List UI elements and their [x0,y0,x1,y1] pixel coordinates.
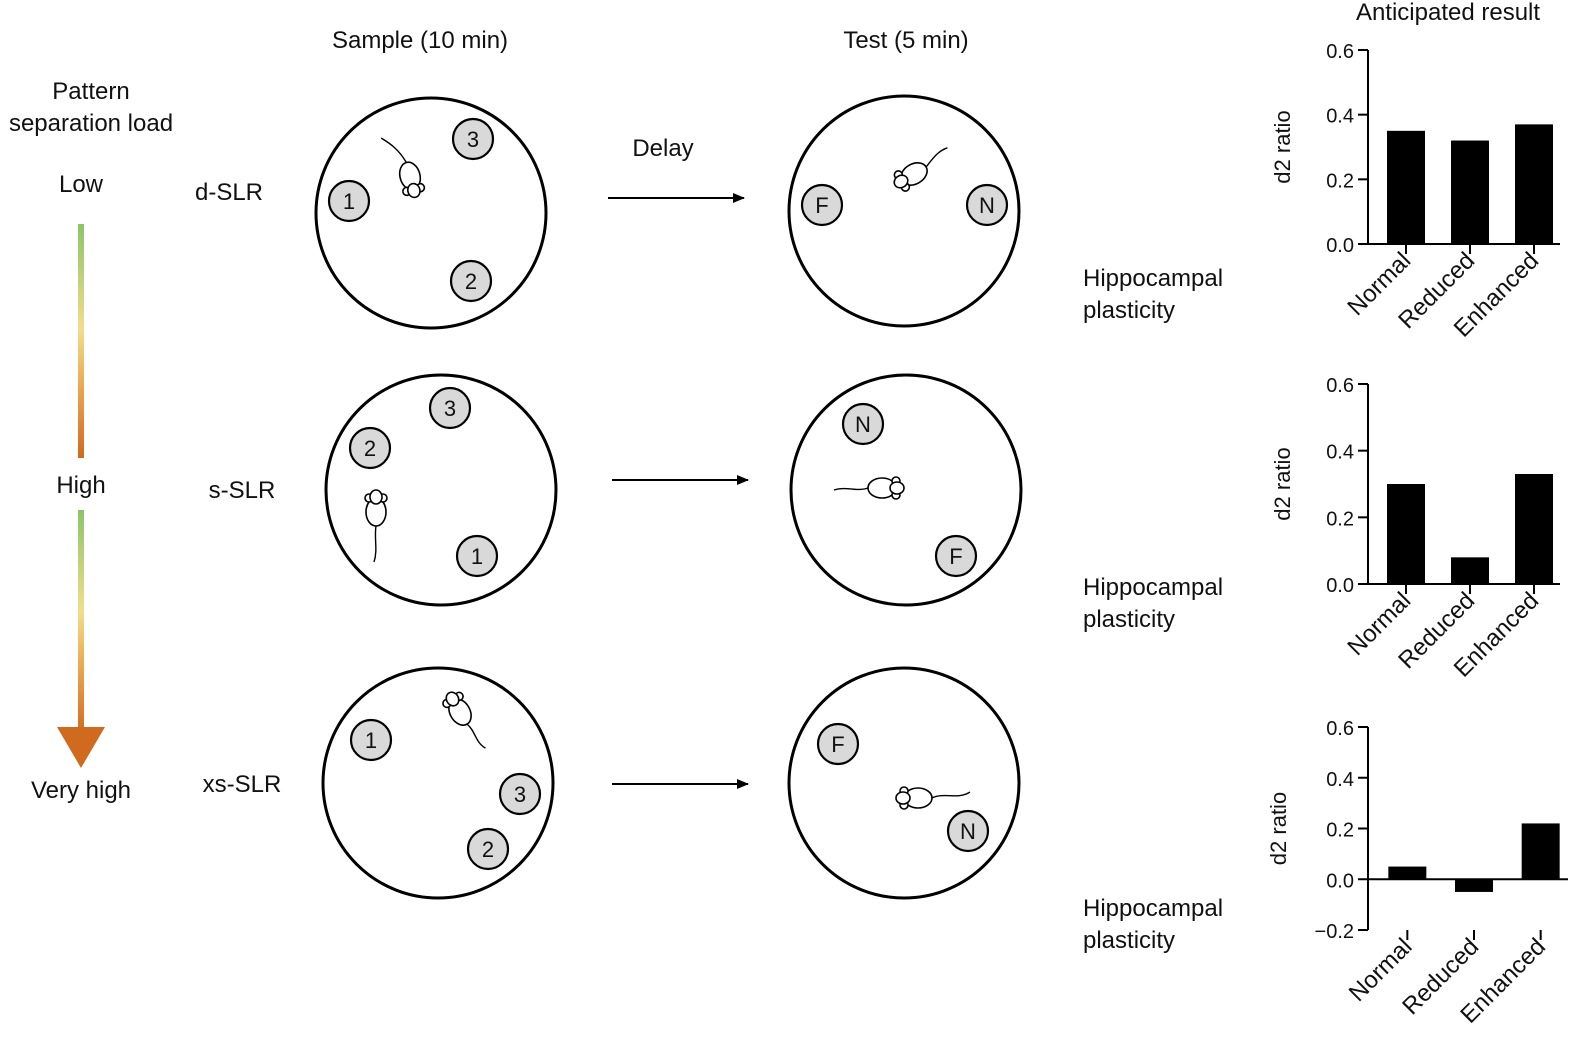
side-label-row1-line2: plasticity [1083,297,1175,324]
y-tick-label: 0.0 [1326,235,1354,257]
object-label: F [831,732,844,757]
bar-chart-xs-slr: −0.20.00.20.40.6d2 ratioNormalReducedEnh… [1266,718,1568,1029]
object-familiar: F [800,183,844,227]
object-2: 2 [466,827,510,871]
object-novel: N [841,402,885,446]
object-label: 1 [471,544,483,569]
y-tick-label: 0.6 [1326,375,1354,397]
mouse-icon [833,476,905,500]
sample-arena-row2 [324,373,558,607]
y-tick-label: 0.2 [1326,170,1354,192]
object-label: 3 [467,127,479,152]
bar-chart-d-slr: 0.00.20.40.6d2 ratioNormalReducedEnhance… [1270,41,1560,343]
y-tick-label: 0.0 [1326,575,1354,597]
object-3: 3 [498,772,542,816]
y-tick-label: 0.6 [1326,41,1354,63]
y-tick-label: 0.0 [1326,870,1354,892]
test-arena-row3 [787,666,1021,900]
mouse-icon [380,137,426,199]
bar-reduced [1455,879,1493,892]
y-tick-label: −0.2 [1315,921,1354,943]
object-2: 2 [449,259,493,303]
sample-header: Sample (10 min) [332,27,508,54]
y-tick-label: 0.2 [1326,820,1354,842]
y-tick-label: 0.4 [1326,442,1354,464]
load-low-label: Low [59,171,104,198]
bar-enhanced [1521,823,1560,880]
test-arena-row1 [787,94,1021,328]
object-1: 1 [327,179,371,223]
side-label-row1-line1: Hippocampal [1083,265,1223,292]
object-label: 2 [364,436,376,461]
load-title-line1: Pattern [52,78,129,105]
object-label: N [960,819,976,844]
load-gradient-arrow [57,224,105,768]
load-arrowhead-icon [57,727,105,768]
load-title-line2: separation load [9,110,173,137]
object-novel: N [946,809,990,853]
object-label: N [855,412,871,437]
load-very-high-label: Very high [31,777,131,804]
y-axis-title: d2 ratio [1266,792,1291,865]
load-bar-lower [78,510,84,735]
bar-enhanced [1515,474,1553,584]
condition-label-s-slr: s-SLR [209,477,276,504]
bar-normal [1387,130,1425,244]
object-familiar: F [934,534,978,578]
mouse-icon [895,786,971,810]
mouse-icon [893,147,948,192]
condition-label-d-slr: d-SLR [195,179,263,206]
bar-chart-s-slr: 0.00.20.40.6d2 ratioNormalReducedEnhance… [1270,375,1560,683]
object-label: N [979,193,995,218]
object-label: 1 [343,189,355,214]
bar-reduced [1451,140,1489,244]
side-label-row2-line1: Hippocampal [1083,574,1223,601]
y-axis-title: d2 ratio [1270,110,1295,183]
bar-normal [1388,866,1427,880]
object-2: 2 [348,426,392,470]
object-1: 1 [349,718,393,762]
y-tick-label: 0.6 [1326,718,1354,740]
side-label-row2-line2: plasticity [1083,606,1175,633]
condition-label-xs-slr: xs-SLR [203,771,282,798]
test-header: Test (5 min) [843,27,968,54]
test-arena-row2 [789,373,1023,607]
side-label-row3-line2: plasticity [1083,927,1175,954]
delay-label: Delay [632,135,693,162]
bar-normal [1387,484,1425,584]
object-label: 2 [465,269,477,294]
object-1: 1 [455,534,499,578]
object-label: F [949,544,962,569]
sample-arena-row3 [321,666,555,900]
object-label: 3 [514,782,526,807]
mouse-icon [442,691,486,749]
object-novel: N [965,183,1009,227]
object-label: 2 [482,837,494,862]
object-label: F [815,193,828,218]
bar-enhanced [1515,124,1553,244]
object-familiar: F [816,722,860,766]
load-bar-upper [78,224,84,458]
bar-reduced [1451,557,1489,584]
object-label: 3 [444,396,456,421]
side-label-row3-line1: Hippocampal [1083,895,1223,922]
object-label: 1 [365,728,377,753]
object-3: 3 [451,117,495,161]
sample-arena-row1 [314,96,548,330]
y-tick-label: 0.4 [1326,106,1354,128]
anticipated-header: Anticipated result [1356,0,1540,26]
load-high-label: High [56,472,105,499]
y-tick-label: 0.4 [1326,769,1354,791]
object-3: 3 [428,386,472,430]
y-tick-label: 0.2 [1326,508,1354,530]
mouse-icon [364,489,388,563]
y-axis-title: d2 ratio [1270,447,1295,520]
